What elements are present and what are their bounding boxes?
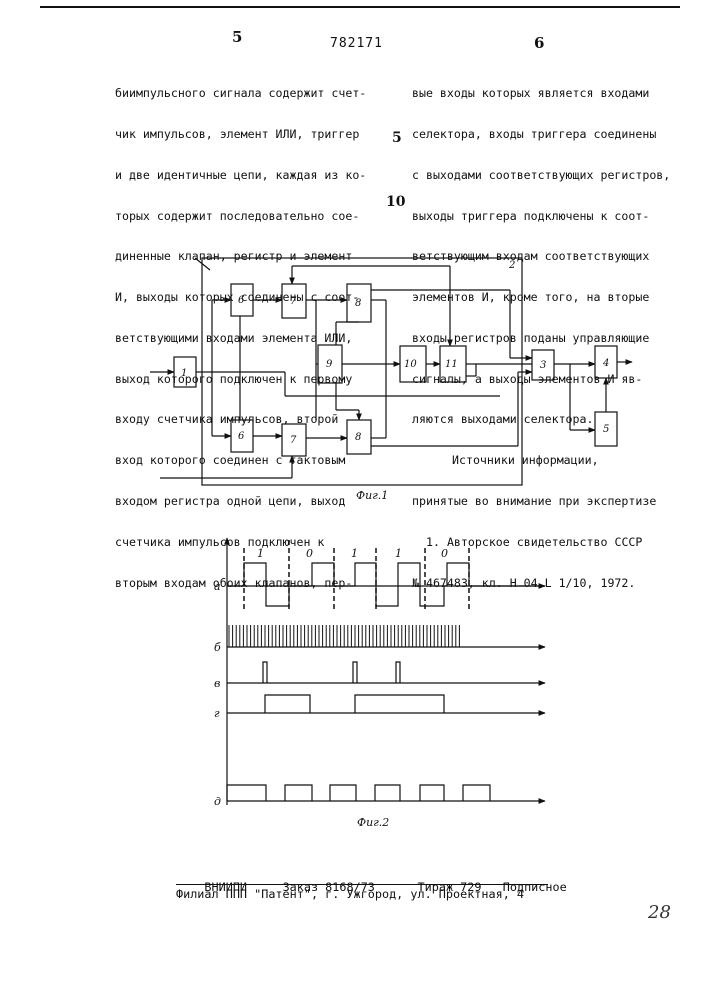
- row-d-pulse: [420, 785, 444, 801]
- row-d-pulse: [463, 785, 490, 801]
- figure-2-caption: Фиг.2: [357, 816, 389, 829]
- block-1-label: 1: [181, 368, 187, 379]
- bit-label: 1: [395, 547, 402, 560]
- row-d-pulse: [375, 785, 400, 801]
- block-6-bottom-label: 6: [238, 431, 245, 442]
- row-b-clock-pulses: [229, 625, 459, 647]
- row-label-g: г: [214, 707, 220, 720]
- row-g-pulse: [355, 695, 444, 713]
- block-7-top-label: 7: [290, 296, 297, 307]
- block-7-bottom-label: 7: [290, 435, 297, 446]
- footer-rule: [176, 884, 548, 885]
- block-9-label: 9: [326, 359, 333, 370]
- block-8-bottom-label: 8: [355, 432, 361, 443]
- bit-label: 1: [257, 547, 264, 560]
- figure-1-block-diagram: 1 6 6 7 7 9 8 8 10 11 3 4 5 2 Фиг.1: [0, 0, 707, 520]
- row-v-pulse: [396, 662, 400, 683]
- block-3-label: 3: [540, 360, 546, 371]
- row-label-b: б: [214, 641, 221, 654]
- block-11-label: 11: [445, 359, 458, 370]
- block-5-label: 5: [603, 424, 609, 435]
- bit-label: 0: [441, 547, 448, 560]
- handwritten-number: 28: [648, 902, 671, 923]
- figure-2-timing-diagram: 1 0 1 1 0 а б в г д Фиг.2: [0, 520, 707, 840]
- enclosure-2-label: 2: [508, 260, 515, 271]
- figure-1-caption: Фиг.1: [356, 489, 388, 502]
- block-6-top-label: 6: [238, 295, 245, 306]
- row-a-signal: [227, 563, 545, 606]
- block-8-top-label: 8: [355, 298, 361, 309]
- block-10-label: 10: [404, 359, 417, 370]
- row-d-pulse: [330, 785, 356, 801]
- bit-label: 0: [306, 547, 313, 560]
- row-v-pulse: [263, 662, 267, 683]
- row-label-v: в: [214, 677, 220, 690]
- footer-line-2: Филиал ППП "Патент", г. Ужгород, ул. Про…: [176, 887, 524, 901]
- row-d-pulse: [227, 785, 266, 801]
- row-label-a: а: [214, 580, 221, 593]
- bit-label: 1: [351, 547, 358, 560]
- block-4-label: 4: [602, 358, 609, 369]
- row-d-pulse: [285, 785, 312, 801]
- row-g-pulse: [265, 695, 310, 713]
- row-label-d: д: [214, 795, 221, 808]
- row-v-pulse: [353, 662, 357, 683]
